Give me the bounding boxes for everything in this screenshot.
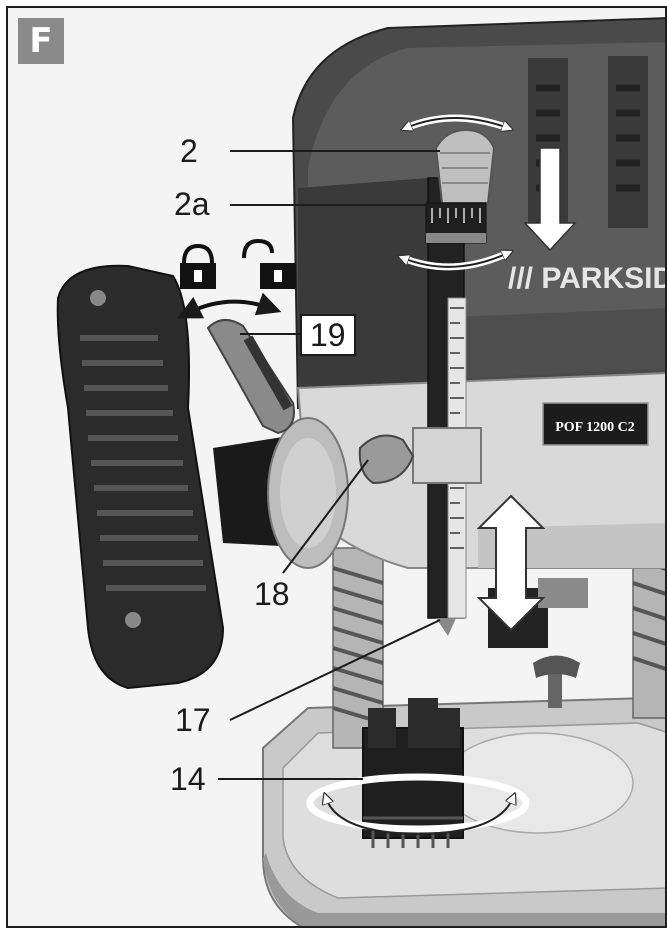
lock-lever — [206, 319, 295, 435]
leader-line-17 — [229, 619, 441, 721]
lock-icon — [180, 243, 216, 289]
plunge-down-arrow — [523, 147, 577, 252]
plunge-range-arrow — [476, 494, 546, 632]
figure-letter-badge: F — [18, 18, 64, 64]
unlock-icon — [242, 238, 296, 289]
turret-stop — [362, 698, 464, 848]
lock-direction-arrow — [177, 292, 282, 319]
callout-14: 14 — [170, 761, 206, 797]
ring-rotation-arrow — [403, 253, 508, 268]
rod-clamp — [358, 427, 482, 485]
figure-frame: POF 1200 C2 /// PARKSIDE — [6, 6, 667, 928]
callout-18: 18 — [254, 576, 290, 612]
callout-2a: 2a — [174, 186, 210, 222]
knob-rotation-arrow — [406, 117, 508, 128]
brand-text: /// PARKSIDE — [508, 262, 667, 295]
callout-2: 2 — [180, 133, 198, 169]
callout-19: 19 — [300, 314, 356, 356]
base-knob — [533, 655, 580, 708]
depth-stop-rod — [427, 177, 467, 636]
leader-lines — [218, 150, 441, 780]
turret-rotation-arrow — [326, 798, 513, 836]
router-illustration: POF 1200 C2 /// PARKSIDE — [56, 17, 667, 926]
callout-17: 17 — [175, 702, 211, 738]
side-handle — [56, 264, 349, 690]
leader-line-18 — [282, 459, 369, 574]
fine-adjust-knob — [434, 128, 496, 204]
scale-ring — [425, 202, 487, 244]
model-plate-text: POF 1200 C2 — [555, 420, 635, 435]
